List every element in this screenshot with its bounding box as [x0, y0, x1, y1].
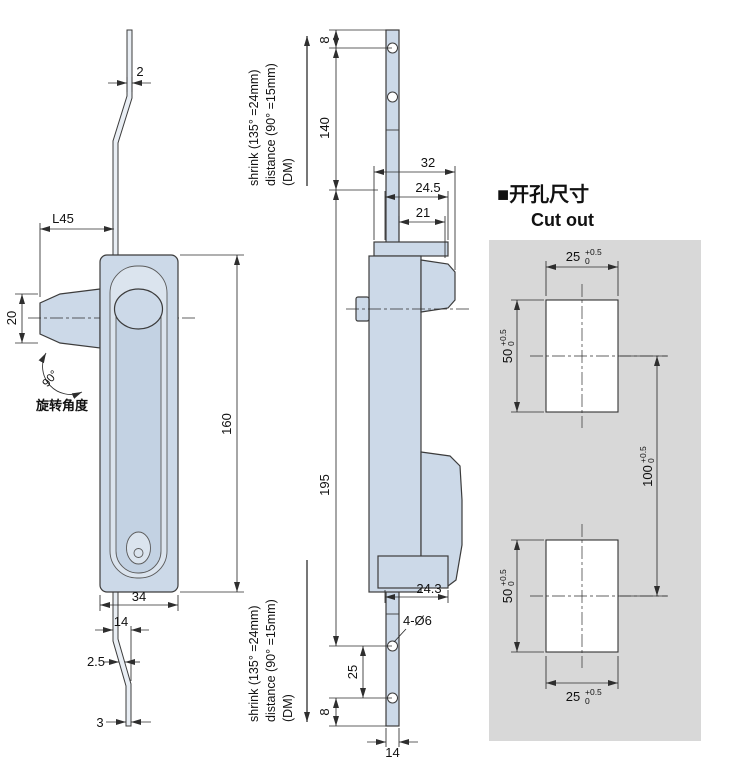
dim-label-34: 34 — [132, 589, 146, 604]
dim-label-14-side: 14 — [385, 745, 399, 760]
shrink-top-line2: distance (90° =15mm) — [264, 63, 278, 186]
dim-label-24-5: 24.5 — [415, 180, 440, 195]
dim-label-cut-25-bottom: 25 — [566, 689, 580, 704]
dim-top-section: 140 — [317, 48, 378, 191]
dim-label-140: 140 — [317, 117, 332, 139]
dim-label-14-front: 14 — [114, 614, 128, 629]
cutout-panel: ■开孔尺寸 Cut out 25 +0.5 0 50 +0.5 0 — [489, 183, 701, 741]
swing-handle — [115, 291, 162, 574]
bottom-bracket — [377, 555, 449, 589]
dim-label-cut-50-top: 50 — [500, 349, 515, 363]
dim-label-cut-50-bottom: 50 — [500, 589, 515, 603]
dim-cam-width: 32 — [373, 155, 456, 270]
dim-label-195: 195 — [317, 474, 332, 496]
cutout-title-cn: ■开孔尺寸 — [497, 183, 589, 206]
tol-zero: 0 — [646, 458, 656, 463]
dim-label-8-top: 8 — [317, 36, 332, 43]
dim-label-2-5: 2.5 — [87, 654, 105, 669]
dim-label-32: 32 — [421, 155, 435, 170]
dim-label-25-side: 25 — [345, 665, 360, 679]
cutout-title-en: Cut out — [531, 210, 594, 230]
dim-hole-spacing: 25 — [329, 646, 392, 699]
lock-body-side — [368, 255, 422, 593]
dim-body-section: 195 — [317, 190, 392, 647]
dim-label-cut-25-top: 25 — [566, 249, 580, 264]
dim-label-160: 160 — [219, 413, 234, 435]
dim-label-l45: L45 — [52, 211, 74, 226]
dim-label-3: 3 — [96, 715, 103, 730]
tol-zero: 0 — [585, 696, 590, 706]
dim-label-20: 20 — [4, 311, 19, 325]
cylinder-knob — [113, 288, 164, 330]
top-cam — [420, 259, 456, 313]
dim-cutout-width-bottom: 25 +0.5 0 — [545, 656, 619, 706]
dim-rod-thickness-bottom: 3 — [96, 715, 151, 730]
dim-label-4-d6: 4-Ø6 — [403, 613, 432, 628]
tol-zero: 0 — [506, 581, 516, 586]
keyhole-inner — [133, 548, 144, 558]
side-view: shrink (135° =24mm) distance (90° =15mm)… — [247, 29, 472, 760]
rod-top-front — [112, 29, 133, 257]
tol-plus: +0.5 — [638, 446, 648, 463]
shrink-note-bottom: shrink (135° =24mm) distance (90° =15mm)… — [247, 560, 310, 723]
dim-rod-offset: 14 — [95, 614, 149, 681]
dim-rod-width-side: 14 — [367, 728, 418, 760]
cylinder-protrusion — [39, 288, 101, 349]
top-plate-side — [373, 241, 449, 257]
dim-cutout-width-top: 25 +0.5 0 — [545, 247, 619, 296]
dim-label-8-bottom: 8 — [317, 708, 332, 715]
tol-zero: 0 — [585, 256, 590, 266]
dim-rod-width-top: 2 — [108, 64, 151, 92]
shrink-note-top: shrink (135° =24mm) distance (90° =15mm)… — [247, 36, 310, 187]
dim-label-21: 21 — [416, 205, 430, 220]
rotation-indicator: 90° 旋转角度 — [35, 352, 89, 413]
dim-cutout-spacing: 100 +0.5 0 — [620, 355, 667, 597]
dim-label-2: 2 — [136, 64, 143, 79]
dim-label-cut-100: 100 — [640, 465, 655, 487]
lock-keyhole — [126, 531, 151, 565]
tol-plus: +0.5 — [498, 329, 508, 346]
dim-holes-callout: 4-Ø6 — [393, 613, 432, 643]
shrink-bottom-line1: shrink (135° =24mm) — [247, 606, 261, 723]
dim-cutout-height-bottom: 50 +0.5 0 — [498, 539, 544, 653]
dim-label-24-3: 24.3 — [416, 581, 441, 596]
dim-cam-inner: 21 — [398, 205, 446, 258]
dim-body-height: 160 — [180, 254, 244, 593]
dim-rod-thickness-mid: 2.5 — [87, 654, 140, 669]
dim-cylinder-height: 20 — [4, 293, 38, 344]
dim-cutout-height-top: 50 +0.5 0 — [498, 299, 544, 413]
mounting-hole-2 — [387, 91, 398, 103]
dim-top-hole: 8 — [317, 29, 392, 49]
rod-bottom-front — [112, 590, 132, 727]
shrink-top-line1: shrink (135° =24mm) — [247, 70, 261, 187]
rotation-angle-label: 90° — [41, 369, 61, 390]
dim-bottom-cam: 24.3 — [384, 581, 449, 603]
dim-handle-length: L45 — [39, 211, 114, 297]
rotation-text-label: 旋转角度 — [35, 398, 89, 413]
front-view: 2 L45 20 90° 旋转角度 160 — [4, 29, 244, 730]
dim-bottom-hole: 8 — [317, 698, 386, 727]
shrink-bottom-line2: distance (90° =15mm) — [264, 599, 278, 722]
dim-cam-depth: 24.5 — [384, 180, 449, 240]
shrink-bottom-line3: (DM) — [281, 694, 295, 722]
tol-plus: +0.5 — [585, 247, 602, 257]
tol-plus: +0.5 — [498, 569, 508, 586]
tol-zero: 0 — [506, 341, 516, 346]
tol-plus: +0.5 — [585, 687, 602, 697]
shrink-top-line3: (DM) — [281, 158, 295, 186]
dim-body-width: 34 — [99, 589, 179, 611]
